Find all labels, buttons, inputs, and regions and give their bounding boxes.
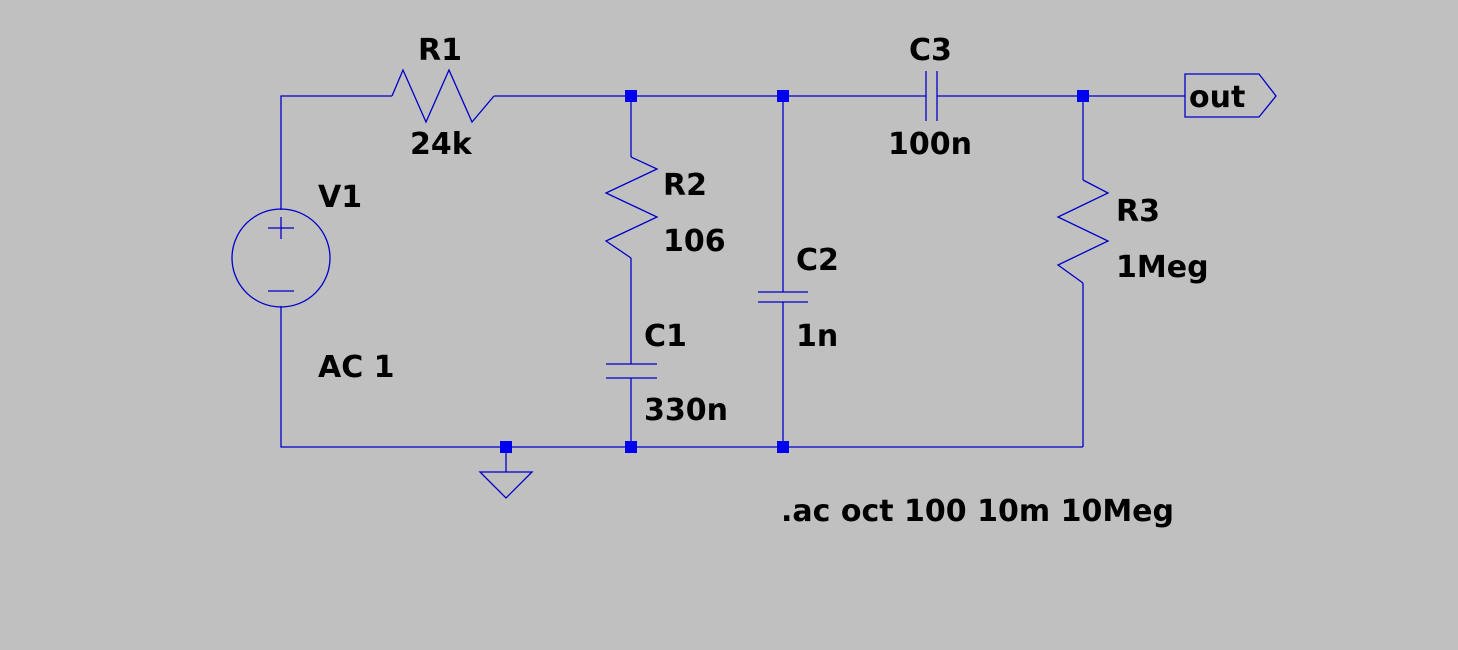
resistor-r2-symbol (604, 156, 659, 259)
output-port-flag (1184, 73, 1277, 118)
wire-v1-to-r1 (280, 95, 392, 210)
r2-name-label: R2 (663, 168, 707, 203)
r2-value-label: 106 (663, 224, 726, 259)
c1-name-label: C1 (644, 319, 687, 354)
resistor-r3-symbol (1056, 179, 1110, 284)
v1-name-label: V1 (318, 180, 363, 215)
junction-node (625, 441, 637, 453)
r1-name-label: R1 (418, 33, 462, 68)
r1-value-label: 24k (410, 127, 472, 162)
r3-name-label: R3 (1116, 194, 1160, 229)
r3-value-label: 1Meg (1116, 250, 1209, 285)
capacitor-c1-symbol (606, 363, 657, 379)
c2-name-label: C2 (796, 243, 839, 278)
v1-value-label: AC 1 (318, 350, 395, 385)
resistor-r1-symbol (391, 68, 495, 124)
spice-directive: .ac oct 100 10m 10Meg (781, 494, 1174, 529)
junction-node (625, 90, 637, 102)
c1-value-label: 330n (644, 393, 728, 428)
capacitor-c3-symbol (925, 71, 938, 121)
wire-ground-rail (280, 306, 1083, 448)
ground-icon (478, 471, 534, 499)
junction-node (777, 90, 789, 102)
c3-value-label: 100n (888, 127, 972, 162)
output-port-label: out (1189, 80, 1246, 115)
junction-node (1077, 90, 1089, 102)
capacitor-c2-symbol (758, 291, 808, 303)
junction-node (500, 441, 512, 453)
c2-value-label: 1n (796, 319, 839, 354)
voltage-source-v1-symbol (231, 208, 331, 308)
junction-node (777, 441, 789, 453)
c3-name-label: C3 (909, 33, 952, 68)
